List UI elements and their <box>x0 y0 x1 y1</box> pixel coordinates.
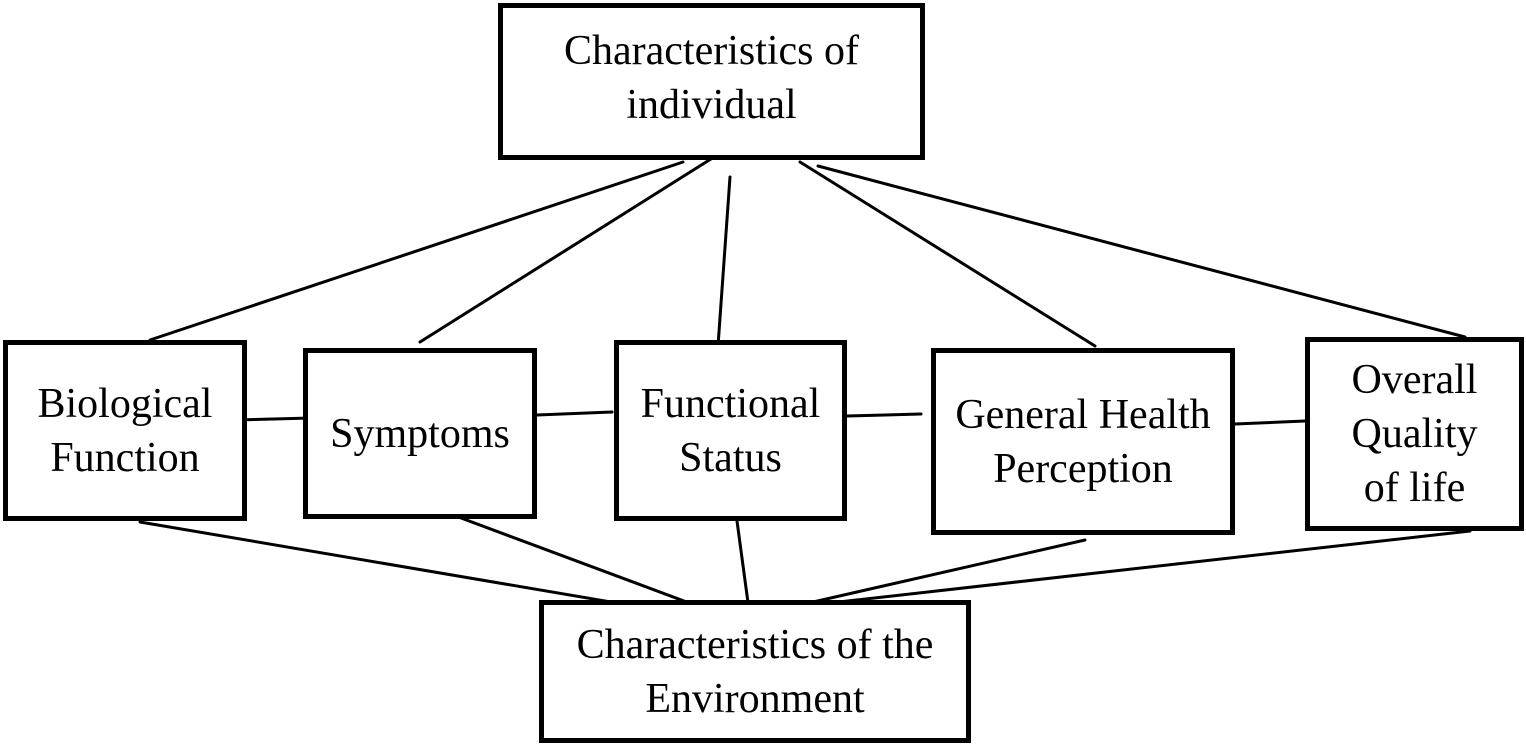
connector-functional-general-health <box>845 412 923 418</box>
connector-individual-quality-of-life <box>816 164 1467 339</box>
node-characteristics-of-the-environment: Characteristics of the Environment <box>539 600 971 743</box>
node-general-health-perception: General Health Perception <box>931 348 1235 535</box>
connector-individual-symptoms <box>418 150 724 344</box>
connector-individual-biological <box>148 160 685 342</box>
node-label: Symptoms <box>330 410 510 457</box>
node-label: Overall Quality of life <box>1351 357 1478 511</box>
node-overall-quality-of-life: Overall Quality of life <box>1305 337 1524 531</box>
connector-individual-functional <box>716 175 732 348</box>
node-symptoms: Symptoms <box>303 348 537 519</box>
node-label: Biological Function <box>37 380 213 481</box>
node-characteristics-of-individual: Characteristics of individual <box>498 3 925 160</box>
connector-quality-of-life-environment <box>810 529 1472 607</box>
node-biological-function: Biological Function <box>3 340 247 521</box>
node-label: General Health Perception <box>955 391 1211 492</box>
connector-general-health-environment <box>798 538 1087 607</box>
connector-general-health-quality-of-life <box>1233 419 1307 426</box>
connector-biological-symptoms <box>234 416 314 422</box>
node-label: Characteristics of individual <box>563 27 860 128</box>
connector-symptoms-environment <box>443 510 702 609</box>
connector-symptoms-functional <box>535 410 614 417</box>
node-label: Characteristics of the Environment <box>576 621 934 722</box>
node-label: Functional Status <box>640 380 821 481</box>
connector-individual-general-health <box>798 160 1097 348</box>
connector-functional-environment <box>735 519 751 612</box>
connector-biological-environment <box>138 520 660 612</box>
node-functional-status: Functional Status <box>614 340 847 521</box>
